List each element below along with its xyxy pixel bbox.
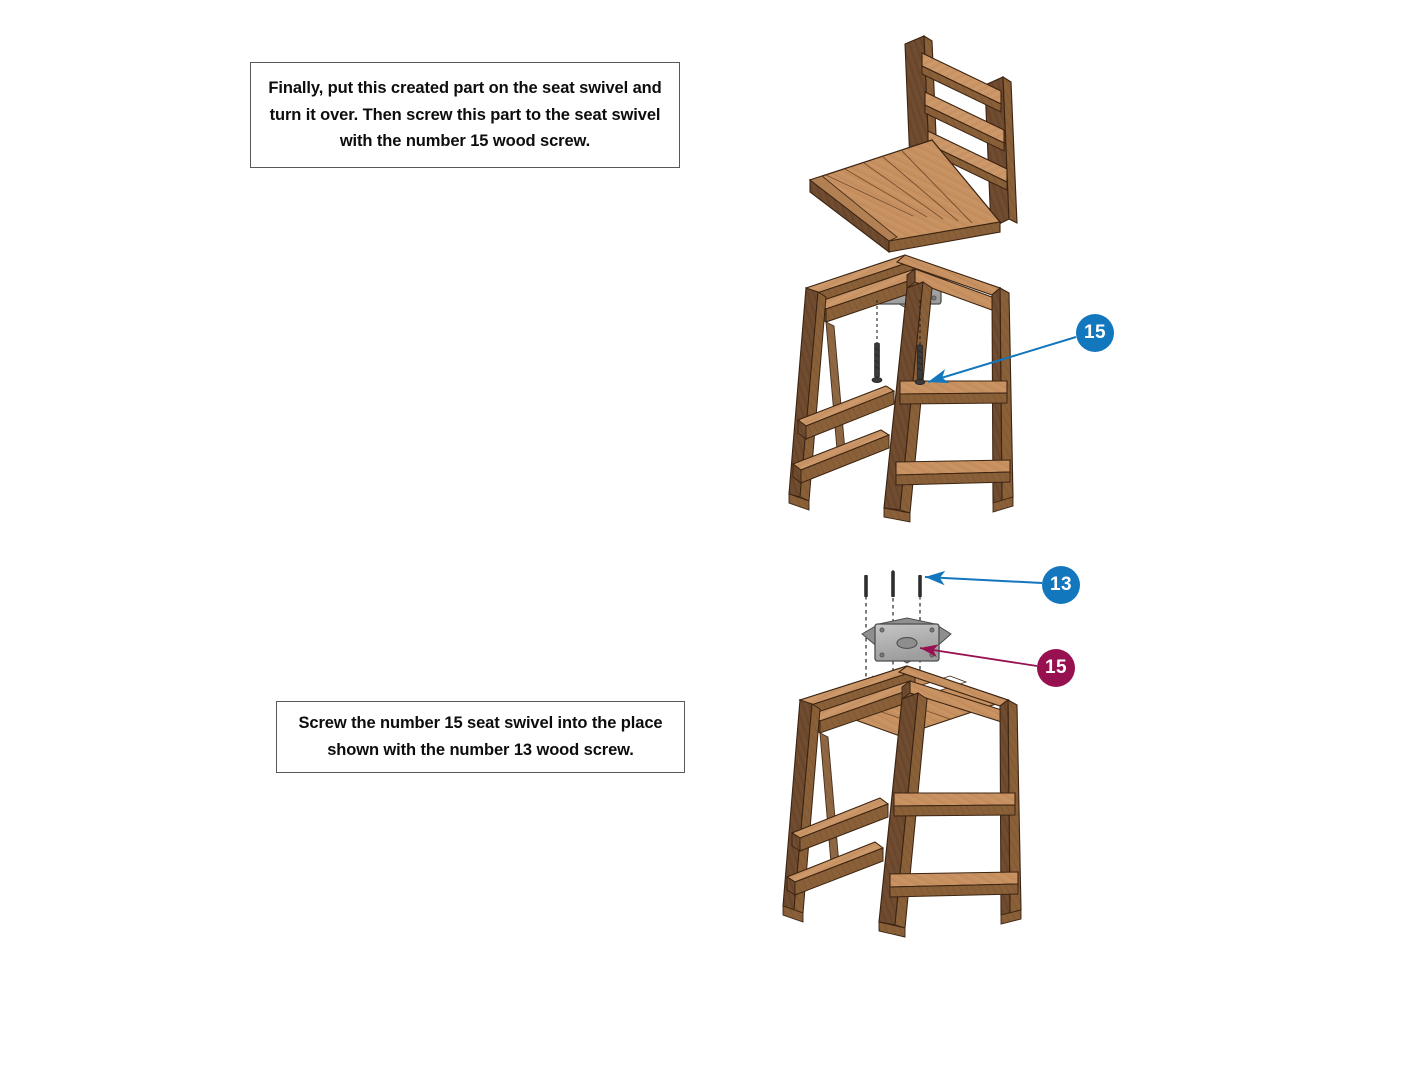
instruction-text-swivel-step: Screw the number 15 seat swivel into the…: [298, 714, 663, 759]
callout-badge-13[interactable]: 13: [1042, 566, 1080, 604]
callout-badge-15-lower[interactable]: 15: [1037, 649, 1075, 687]
leader-line-13: [924, 570, 1043, 586]
callout-badge-15-upper[interactable]: 15: [1076, 314, 1114, 352]
instruction-box-final-step: Finally, put this created part on the se…: [250, 62, 680, 168]
leader-line-15-lower: [919, 644, 1038, 667]
wood-screw-15-upper-right: [914, 344, 926, 385]
wood-screw-15-upper-left: [871, 342, 883, 383]
instruction-box-swivel-step: Screw the number 15 seat swivel into the…: [276, 701, 685, 773]
figure-upper-chair-on-stool: [788, 34, 1077, 523]
wood-screw-13-glyphs: [864, 571, 922, 597]
figure-lower-stool-with-swivel: [782, 570, 1043, 938]
stool-base-frame-upper: [788, 254, 1014, 523]
leader-line-15-upper: [927, 336, 1077, 384]
chair-backrest: [904, 34, 1018, 229]
chair-seat: [808, 139, 1002, 254]
stool-base-frame-lower: [782, 665, 1022, 938]
instruction-text-final-step: Finally, put this created part on the se…: [268, 78, 662, 151]
seat-swivel-plate-lower: [861, 617, 952, 664]
